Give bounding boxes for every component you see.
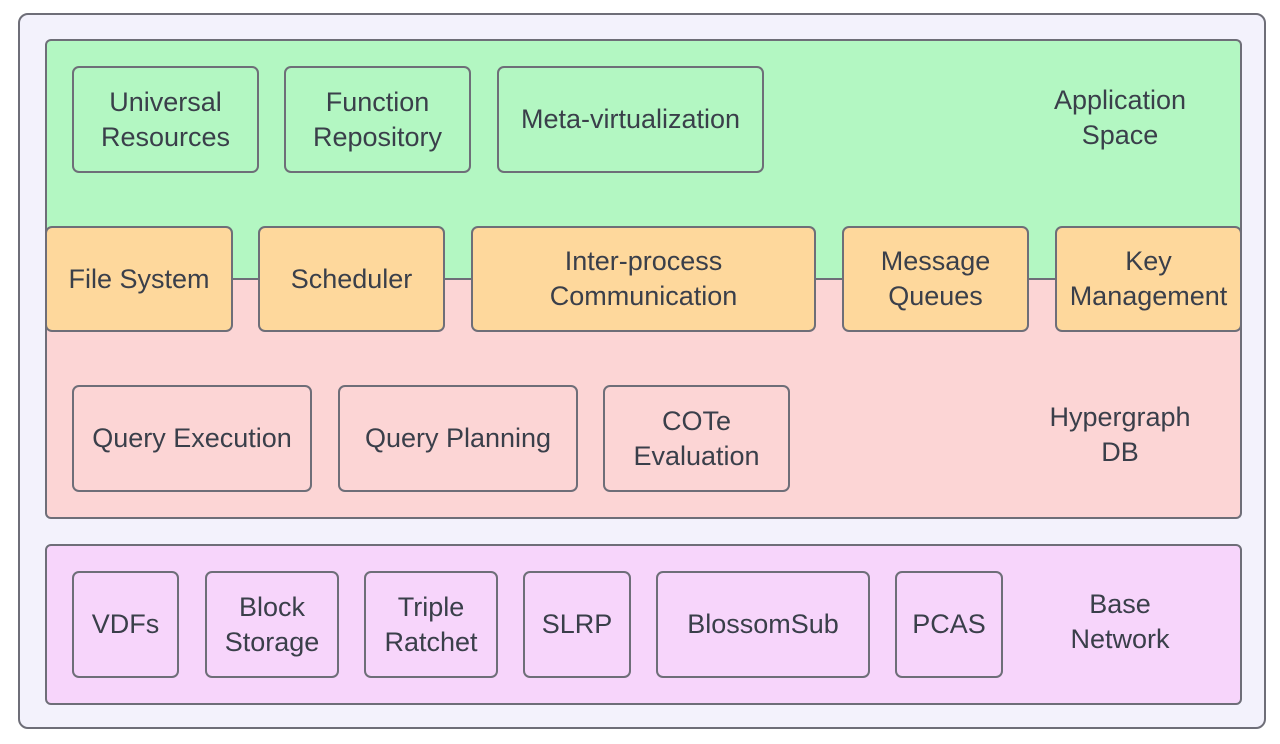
key-management-box: Key Management xyxy=(1055,226,1242,332)
query-planning-box: Query Planning xyxy=(338,385,578,492)
inter-process-communication-box: Inter-process Communication xyxy=(471,226,816,332)
query-execution-box: Query Execution xyxy=(72,385,312,492)
hypergraph-db-label: Hypergraph DB xyxy=(1049,402,1191,467)
base-network-label: Base Network xyxy=(1070,589,1170,654)
kernel-connector xyxy=(815,278,843,280)
kernel-connector xyxy=(444,278,472,280)
function-repository-box: Function Repository xyxy=(284,66,471,173)
meta-virtualization-box: Meta-virtualization xyxy=(497,66,764,173)
scheduler-box: Scheduler xyxy=(258,226,445,332)
message-queues-box: Message Queues xyxy=(842,226,1029,332)
blossomsub-box: BlossomSub xyxy=(656,571,870,678)
slrp-box: SLRP xyxy=(523,571,631,678)
kernel-connector xyxy=(232,278,260,280)
kernel-connector xyxy=(1028,278,1056,280)
application-space-label: Application Space xyxy=(1053,85,1187,150)
triple-ratchet-box: Triple Ratchet xyxy=(364,571,498,678)
vdfs-box: VDFs xyxy=(72,571,179,678)
block-storage-box: Block Storage xyxy=(205,571,339,678)
pcas-box: PCAS xyxy=(895,571,1003,678)
cote-evaluation-box: COTe Evaluation xyxy=(603,385,790,492)
universal-resources-box: Universal Resources xyxy=(72,66,259,173)
file-system-box: File System xyxy=(45,226,233,332)
